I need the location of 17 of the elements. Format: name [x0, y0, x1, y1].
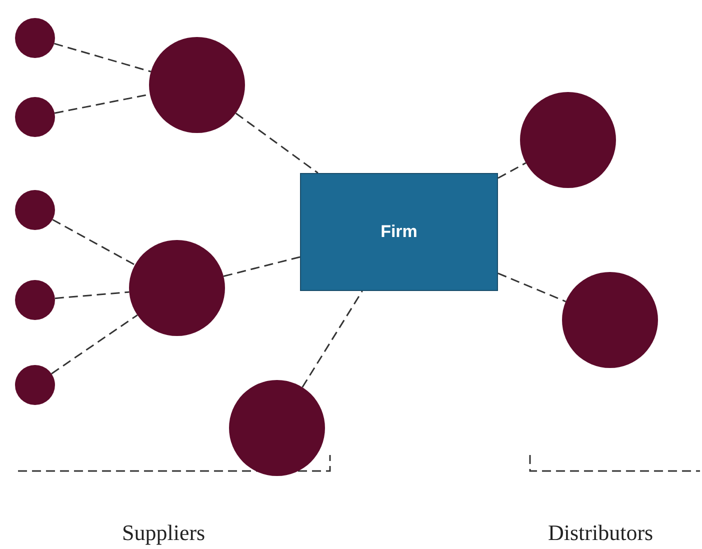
- circle: [15, 18, 55, 58]
- circle: [15, 280, 55, 320]
- connector-line: [54, 42, 152, 72]
- group-label: Suppliers: [122, 520, 206, 546]
- connector-line: [51, 314, 138, 374]
- connector-line: [54, 291, 130, 300]
- connector-line: [498, 162, 526, 179]
- connector-line: [498, 272, 566, 302]
- circle: [15, 97, 55, 137]
- circle: [15, 190, 55, 230]
- group-label: Distributors: [548, 520, 654, 546]
- connector-line: [235, 112, 318, 174]
- connector-line: [52, 218, 136, 266]
- firm-box: Firm: [300, 173, 498, 291]
- circle: [15, 365, 55, 405]
- connector-line: [223, 256, 300, 277]
- connector-line: [302, 290, 363, 388]
